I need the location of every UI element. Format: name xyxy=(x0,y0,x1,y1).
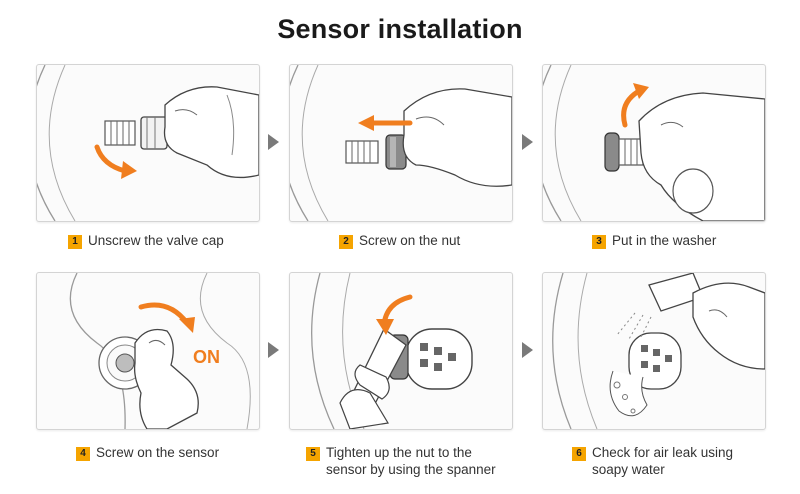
soapy-water-check-illustration xyxy=(552,273,765,429)
on-label: ON xyxy=(193,347,220,367)
next-step-arrow xyxy=(522,342,533,358)
step-number-badge: 2 xyxy=(339,235,353,249)
next-step-arrow xyxy=(268,342,279,358)
page-title: Sensor installation xyxy=(277,14,523,44)
screw-sensor-illustration xyxy=(69,273,251,429)
step-3-illustration xyxy=(542,64,766,222)
screw-nut-illustration xyxy=(290,65,512,221)
next-step-arrow xyxy=(268,134,279,150)
step-4-illustration: ON xyxy=(36,272,260,430)
step-number-badge: 6 xyxy=(572,447,586,461)
step-number-badge: 4 xyxy=(76,447,90,461)
washer-illustration xyxy=(543,65,765,221)
spanner-illustration xyxy=(311,273,473,429)
step-number-badge: 1 xyxy=(68,235,82,249)
step-number-badge: 5 xyxy=(306,447,320,461)
next-step-arrow xyxy=(522,134,533,150)
step-number-badge: 3 xyxy=(592,235,606,249)
step-5-illustration xyxy=(289,272,513,430)
unscrew-valve-cap-illustration xyxy=(37,65,259,221)
step-1-illustration xyxy=(36,64,260,222)
step-2-illustration xyxy=(289,64,513,222)
step-6-illustration xyxy=(542,272,766,430)
